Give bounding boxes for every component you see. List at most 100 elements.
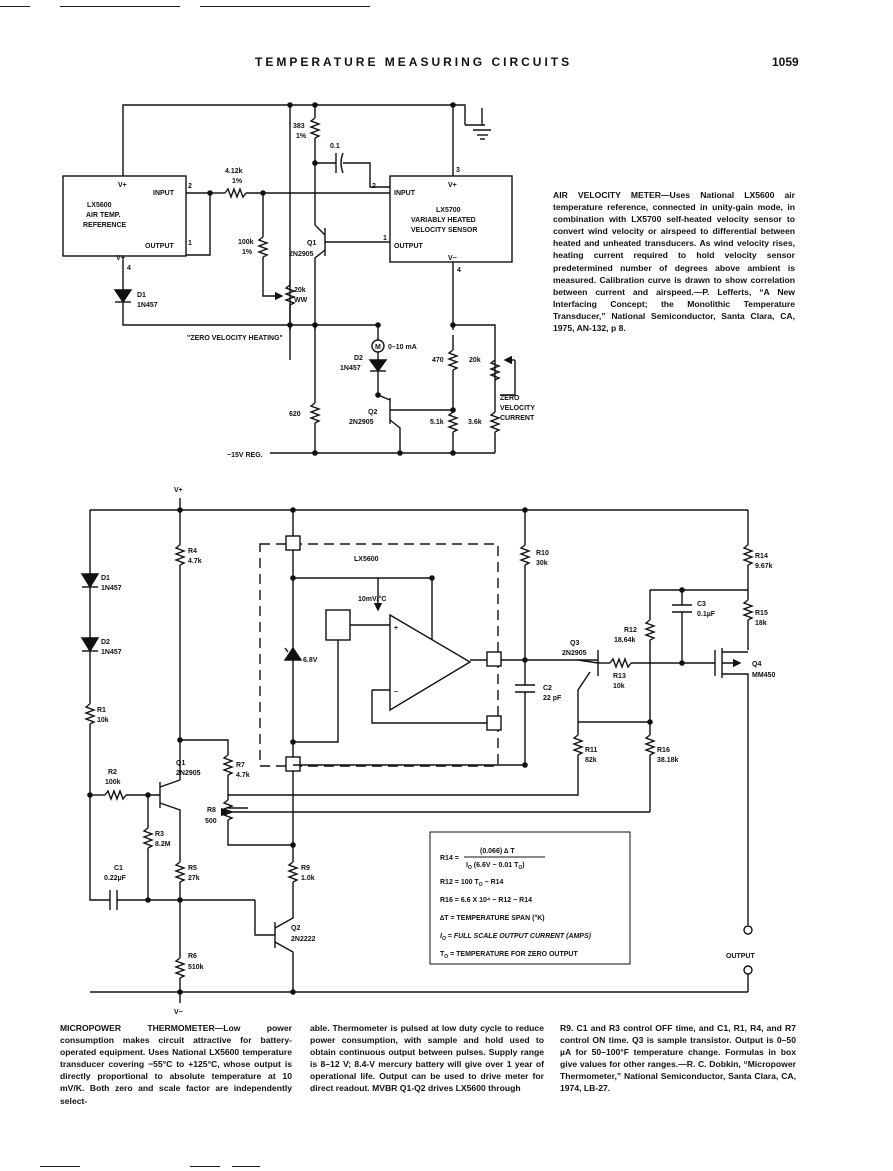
lx5700-pin4-label: 4 (457, 267, 461, 274)
d1-type-label: 1N457 (101, 585, 122, 592)
ww-label: WW (294, 297, 308, 304)
current-label: CURRENT (500, 415, 535, 422)
r6-label: R6 (188, 953, 197, 960)
r383-tol-label: 1% (296, 133, 307, 140)
neg15v-label: −15V REG. (227, 452, 263, 459)
d1-label: D1 (137, 292, 146, 299)
q2-type-label: 2N2905 (349, 419, 374, 426)
r6-val-label: 510k (188, 964, 204, 971)
r412k-tol-label: 1% (232, 178, 243, 185)
lx5600-air-temp-label: AIR TEMP. (86, 212, 121, 219)
lx5700-part-label: LX5700 (436, 207, 461, 214)
q1-type-label: 2N2905 (176, 770, 201, 777)
lx5600-terminal-output (486, 651, 502, 667)
d2-type-label: 1N457 (340, 365, 361, 372)
tempco-label: 10mV/°C (358, 595, 386, 603)
c01-label: 0.1 (330, 143, 340, 150)
meter-m-label: M (375, 344, 381, 351)
r100k-tol-label: 1% (242, 249, 253, 256)
lx5600-vminus-label: V− (116, 255, 125, 262)
zener-label: 6.8V (303, 657, 318, 664)
r51k-label: 5.1k (430, 419, 444, 426)
r12-label: R12 (624, 627, 637, 634)
r470-label: 470 (432, 357, 444, 364)
r2-label: R2 (108, 769, 117, 776)
lx5600-input-label: INPUT (153, 190, 175, 197)
junction-dots (87, 102, 685, 995)
lx5700-pin2-label: 2 (372, 183, 376, 190)
q2-label: Q2 (368, 409, 377, 416)
c1-label: C1 (114, 865, 123, 872)
c2-label: C2 (543, 685, 552, 692)
r7-label: R7 (236, 762, 245, 769)
r3-label: R3 (155, 831, 164, 838)
formula-def-io: IO = FULL SCALE OUTPUT CURRENT (AMPS) (440, 933, 592, 942)
q2-type-label: 2N2222 (291, 936, 316, 943)
r4-val-label: 4.7k (188, 558, 202, 565)
lx5600-block (62, 175, 187, 257)
lx5600-pin1-label: 1 (188, 240, 192, 247)
q2-label: Q2 (291, 925, 300, 932)
r13-val-label: 10k (613, 683, 625, 690)
r383-label: 383 (293, 123, 305, 130)
q3-label: Q3 (570, 640, 579, 647)
page-header-title: TEMPERATURE MEASURING CIRCUITS (255, 55, 573, 69)
vminus-label: V− (174, 1009, 183, 1016)
r16-label: R16 (657, 747, 670, 754)
r20k-ww-label: 20k (294, 287, 306, 294)
d2-label: D2 (101, 639, 110, 646)
formula-r14-denominator: IO (6.6V − 0.01 TO) (466, 862, 525, 871)
r9-val-label: 1.0k (301, 875, 315, 882)
r620-label: 620 (289, 411, 301, 418)
r8-label: R8 (207, 807, 216, 814)
r12-val-label: 18.64k (614, 637, 636, 644)
air-velocity-meter-schematic (62, 104, 516, 454)
r8-val-label: 500 (205, 818, 217, 825)
r4-label: R4 (188, 548, 197, 555)
meter-range-label: 0–10 mA (388, 344, 417, 351)
formula-def-delta-t: ∆T = TEMPERATURE SPAN (°K) (440, 914, 545, 922)
r10-val-label: 30k (536, 560, 548, 567)
lx5700-velocity-sensor-label: VELOCITY SENSOR (411, 227, 477, 234)
r15-val-label: 18k (755, 620, 767, 627)
formula-r12: R12 = 100 TO − R14 (440, 879, 504, 888)
scan-edge-mark (60, 6, 180, 7)
caption-body: Low power consumption makes circuit attr… (60, 1023, 292, 1106)
d1-type-label: 1N457 (137, 302, 158, 309)
lx5700-pin3-label: 3 (456, 167, 460, 174)
vplus-label: V+ (174, 487, 183, 494)
c3-val-label: 0.1µF (697, 611, 716, 618)
r11-label: R11 (585, 747, 598, 754)
r11-val-label: 82k (585, 757, 597, 764)
micropower-thermometer-caption-col1: MICROPOWER THERMOMETER—Low power consump… (60, 1022, 292, 1107)
scan-edge-mark (200, 6, 370, 7)
lx5600-dashed-block (259, 543, 499, 767)
zero-label: ZERO (500, 395, 520, 402)
lx5700-vplus-label: V+ (448, 182, 457, 189)
formula-r14-numerator: (0.066) ∆ T (480, 848, 515, 855)
r7-val-label: 4.7k (236, 772, 250, 779)
micropower-thermometer-caption-col2: able. Thermometer is pulsed at low duty … (310, 1023, 544, 1094)
r15-label: R15 (755, 610, 768, 617)
micropower-thermometer-schematic (80, 498, 754, 1003)
r2-val-label: 100k (105, 779, 121, 786)
opamp-plus-label: + (394, 625, 398, 632)
zero-velocity-heating-label: "ZERO VELOCITY HEATING" (187, 335, 283, 342)
scan-edge-mark (40, 1166, 80, 1167)
r5-label: R5 (188, 865, 197, 872)
r13-label: R13 (613, 673, 626, 680)
q1-type-label: 2N2905 (289, 251, 314, 258)
formula-def-to: TO = TEMPERATURE FOR ZERO OUTPUT (440, 951, 578, 960)
r3-val-label: 8.2M (155, 841, 171, 848)
c2-val-label: 22 pF (543, 695, 562, 702)
q4-label: Q4 (752, 661, 761, 668)
lx5700-input-label: INPUT (394, 190, 416, 197)
q1-label: Q1 (176, 760, 185, 767)
micropower-thermometer-caption-col3: R9. C1 and R3 control OFF time, and C1, … (560, 1023, 796, 1094)
r9-label: R9 (301, 865, 310, 872)
r14-val-label: 9.67k (755, 563, 773, 570)
formula-r14-lhs: R14 = (440, 855, 459, 862)
lx5600-terminal-bottom (285, 756, 301, 772)
